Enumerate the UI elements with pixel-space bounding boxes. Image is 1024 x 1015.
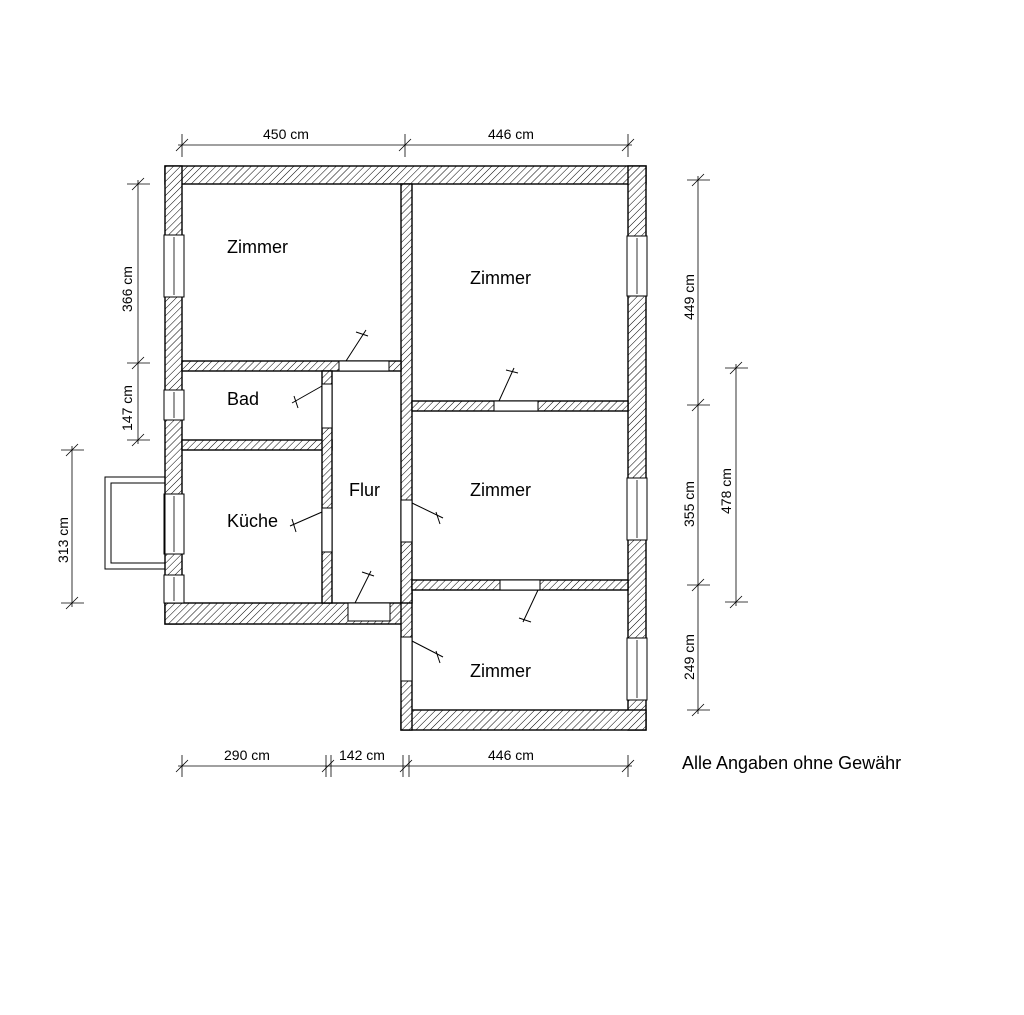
- dim-right-middle: 355 cm: [681, 481, 697, 527]
- windows: [163, 234, 648, 701]
- dim-right-outer: 478 cm: [718, 468, 734, 514]
- room-label-zimmer-1: Zimmer: [227, 237, 288, 257]
- disclaimer-note: Alle Angaben ohne Gewähr: [682, 753, 901, 773]
- dimension-lines: 450 cm 446 cm 290 cm 142 cm 446 cm 366 c…: [55, 126, 748, 777]
- wall-center-vertical: [400, 183, 413, 604]
- dim-bottom-right: 446 cm: [488, 747, 534, 763]
- room-label-flur: Flur: [349, 480, 380, 500]
- room-labels: Zimmer Zimmer Bad Flur Zimmer Küche Zimm…: [227, 237, 531, 681]
- room-label-bad: Bad: [227, 389, 259, 409]
- room-label-zimmer-3: Zimmer: [470, 480, 531, 500]
- wall-bad-flur: [321, 370, 333, 604]
- dim-left-kitchen: 313 cm: [55, 517, 71, 563]
- wall-bad-kueche: [181, 439, 333, 451]
- room-label-zimmer-4: Zimmer: [470, 661, 531, 681]
- wall-bottom-right: [400, 709, 647, 731]
- doors: [289, 329, 541, 682]
- room-label-kueche: Küche: [227, 511, 278, 531]
- dim-top-left: 450 cm: [263, 126, 309, 142]
- dim-right-upper: 449 cm: [681, 274, 697, 320]
- dim-bottom-middle: 142 cm: [339, 747, 385, 763]
- dim-left-middle: 147 cm: [119, 385, 135, 431]
- dim-right-lower: 249 cm: [681, 634, 697, 680]
- dim-left-upper: 366 cm: [119, 266, 135, 312]
- dim-top-right: 446 cm: [488, 126, 534, 142]
- balcony: [104, 476, 166, 570]
- wall-zimmer1-bad: [181, 360, 402, 372]
- wall-top: [164, 165, 647, 185]
- dim-bottom-left: 290 cm: [224, 747, 270, 763]
- room-label-zimmer-2: Zimmer: [470, 268, 531, 288]
